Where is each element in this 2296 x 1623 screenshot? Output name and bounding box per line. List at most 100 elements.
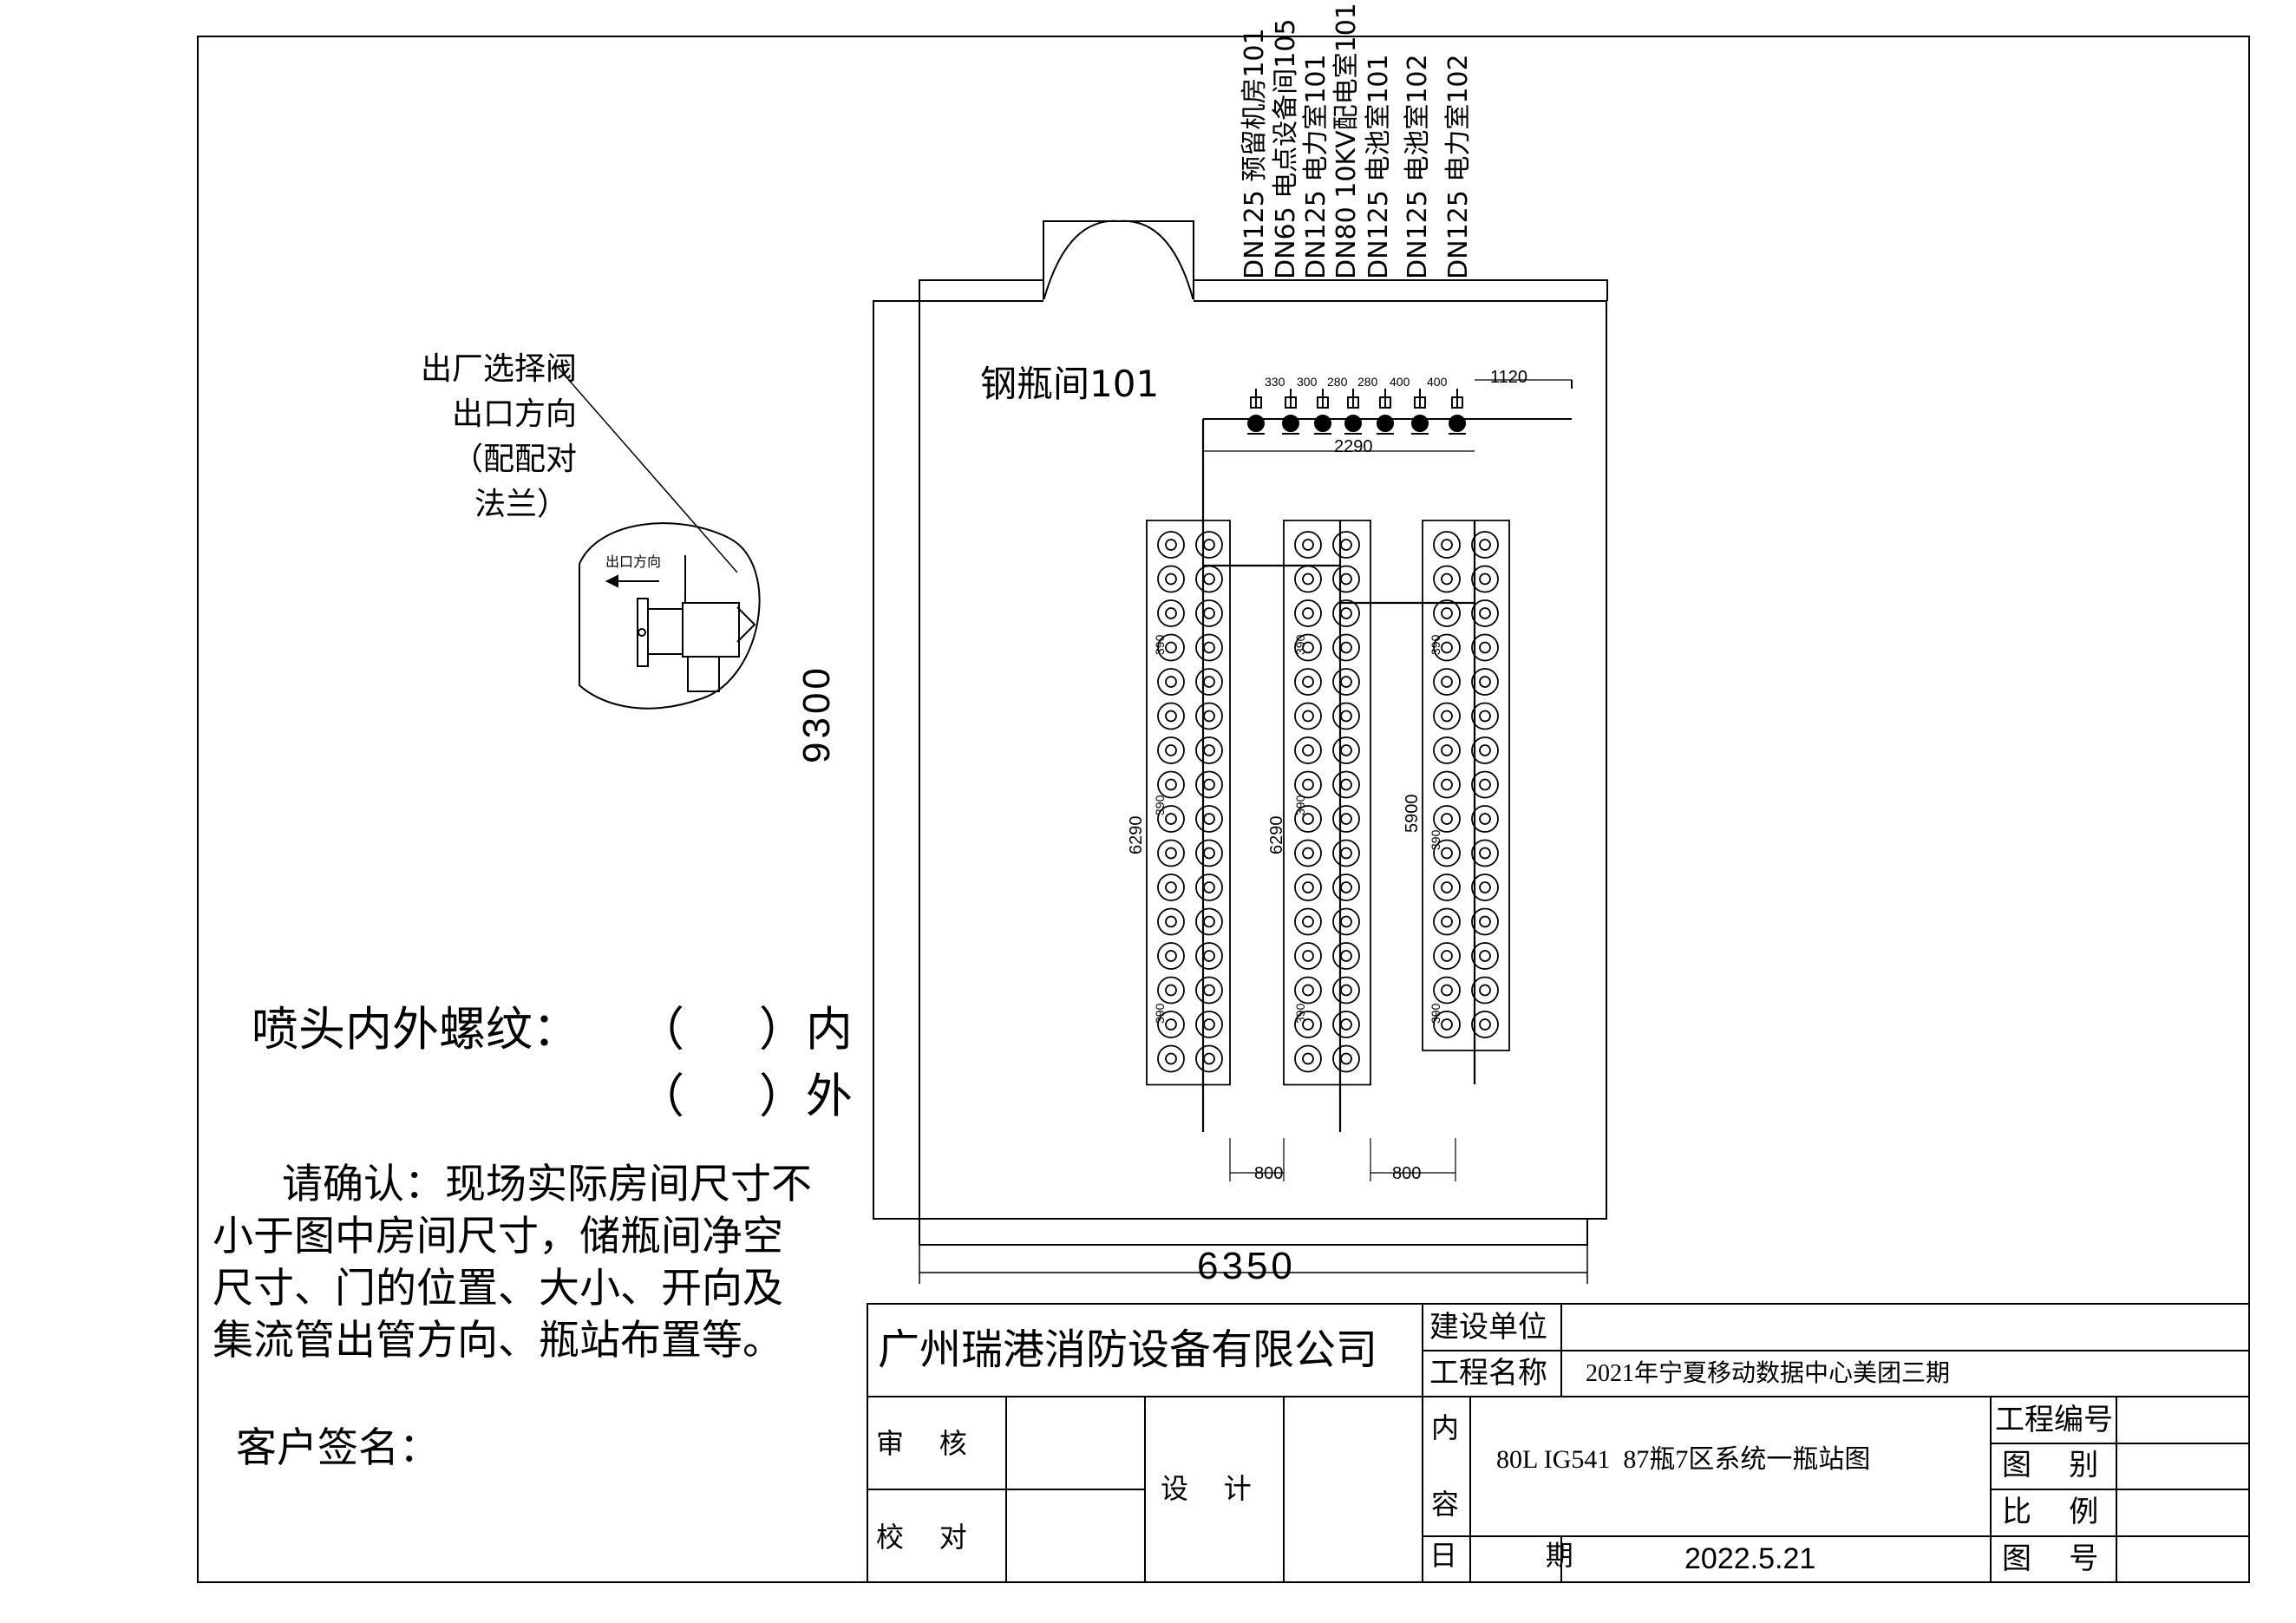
gas-cylinder [1332, 976, 1360, 1005]
gas-cylinder [1471, 565, 1499, 593]
gas-cylinder [1332, 839, 1360, 867]
gas-cylinder [1294, 531, 1322, 559]
valve-spacing-label: 300 [1297, 375, 1318, 389]
gas-cylinder [1332, 942, 1360, 970]
gas-cylinder [1471, 805, 1499, 833]
gas-cylinder [1433, 907, 1461, 936]
gas-cylinder [1332, 1011, 1360, 1038]
gas-cylinder [1332, 531, 1360, 559]
gas-cylinder [1332, 736, 1360, 764]
gas-cylinder [1332, 668, 1360, 696]
gas-cylinder [1195, 942, 1223, 970]
gas-cylinder [1433, 531, 1461, 559]
gas-cylinder [1433, 874, 1461, 901]
gas-cylinder [1294, 565, 1322, 593]
gas-cylinder [1157, 805, 1185, 833]
gas-cylinder [1157, 633, 1185, 662]
gas-cylinder [1332, 565, 1360, 593]
thread-outer: （ ）外 [638, 1069, 853, 1123]
gas-cylinder [1195, 976, 1223, 1005]
content-label-1: 内 [1431, 1411, 1460, 1444]
valve-spacing-label: 400 [1427, 375, 1448, 389]
gas-cylinder [1433, 633, 1461, 662]
gas-cylinder [1471, 633, 1499, 662]
build-unit-label: 建设单位 [1429, 1310, 1547, 1345]
gas-cylinder [1157, 599, 1185, 627]
gas-cylinder [1471, 1011, 1499, 1038]
gas-cylinder [1157, 702, 1185, 730]
valve-spacing-label: 280 [1327, 375, 1348, 389]
gas-cylinder [1471, 702, 1499, 730]
drawing-type-label: 图 别 [2002, 1448, 2099, 1482]
gas-cylinder [1195, 1044, 1223, 1073]
gas-cylinder [1471, 907, 1499, 936]
valve-detail-bubble [554, 363, 761, 710]
gas-cylinder [1471, 874, 1499, 901]
project-label: 工程名称 [1429, 1356, 1547, 1391]
gas-cylinder [1294, 1044, 1322, 1073]
gas-cylinder [1471, 942, 1499, 970]
pipe-label: DN125 预留机房101 [1240, 28, 1270, 279]
gas-cylinder [1294, 839, 1322, 867]
gas-cylinder [1433, 1011, 1461, 1038]
review-label: 审 核 [876, 1427, 967, 1460]
gas-cylinder [1332, 907, 1360, 936]
gas-cylinder [1157, 874, 1185, 901]
date-label: 日 期 [1429, 1539, 1573, 1572]
gas-cylinder [1332, 702, 1360, 730]
valve-note-line: 出厂选择阀 [420, 351, 577, 387]
valve-spacing-label: 330 [1265, 375, 1285, 389]
rack2-length: 6290 [1267, 815, 1286, 855]
gas-cylinder [1332, 805, 1360, 833]
gas-cylinder [1471, 976, 1499, 1005]
gas-cylinder [1433, 805, 1461, 833]
valve-note-line: （配配对 [451, 442, 577, 477]
header-right-dimension: 1120 [1490, 368, 1528, 387]
rack1-length: 6290 [1127, 815, 1146, 855]
cylinder-rack [1422, 520, 1510, 1051]
confirm-line: 小于图中房间尺寸，储瓶间净空 [213, 1213, 783, 1260]
gas-cylinder [1195, 874, 1223, 901]
gas-cylinder [1195, 668, 1223, 696]
spacing-label: 390 [1153, 795, 1167, 815]
pipe-label: DN80 10KV配电室101 [1331, 3, 1362, 279]
selector-valve [1377, 389, 1394, 435]
signature-label: 客户签名： [236, 1424, 440, 1472]
gas-cylinder [1294, 736, 1322, 764]
valve-note-line: 法兰） [474, 487, 568, 522]
gas-cylinder [1157, 839, 1185, 867]
room-label: 钢瓶间101 [980, 363, 1160, 405]
gas-cylinder [1157, 770, 1185, 799]
pipe-label: DN125 电力室102 [1443, 54, 1474, 279]
gas-cylinder [1433, 565, 1461, 593]
gas-cylinder [1332, 599, 1360, 627]
content-value: 80L IG541 87瓶7区系统一瓶站图 [1496, 1445, 1871, 1474]
scale-label: 比 例 [2002, 1495, 2099, 1529]
header-length-dimension: 2290 [1334, 437, 1373, 456]
room-wall-inner [873, 300, 1607, 1220]
gas-cylinder [1157, 976, 1185, 1005]
valve-note-line: 出口方向 [451, 396, 577, 432]
gas-cylinder [1157, 531, 1185, 559]
gas-cylinder [1195, 633, 1223, 662]
rack3-length: 5900 [1403, 794, 1422, 834]
thread-inner: （ ）内 [638, 1002, 853, 1057]
pipe-label: DN125 电池室102 [1403, 54, 1433, 279]
spacing-label: 390 [1293, 795, 1307, 815]
gas-cylinder [1157, 1011, 1185, 1038]
gas-cylinder [1195, 599, 1223, 627]
selector-valve [1247, 389, 1265, 435]
gas-cylinder [1332, 874, 1360, 901]
gas-cylinder [1433, 942, 1461, 970]
door-swing [1043, 219, 1194, 302]
selector-valve [1344, 389, 1362, 435]
door-frame [1043, 220, 1194, 301]
pipe-label: DN125 电池室101 [1364, 54, 1394, 279]
gas-cylinder [1433, 976, 1461, 1005]
gap2-dimension: 800 [1392, 1164, 1422, 1183]
interconnect-pipes [1201, 419, 1476, 1181]
gas-cylinder [1294, 942, 1322, 970]
valve-note: 出厂选择阀 出口方向 （配配对 法兰） [395, 347, 577, 527]
gas-cylinder [1195, 907, 1223, 936]
gas-cylinder [1195, 770, 1223, 799]
